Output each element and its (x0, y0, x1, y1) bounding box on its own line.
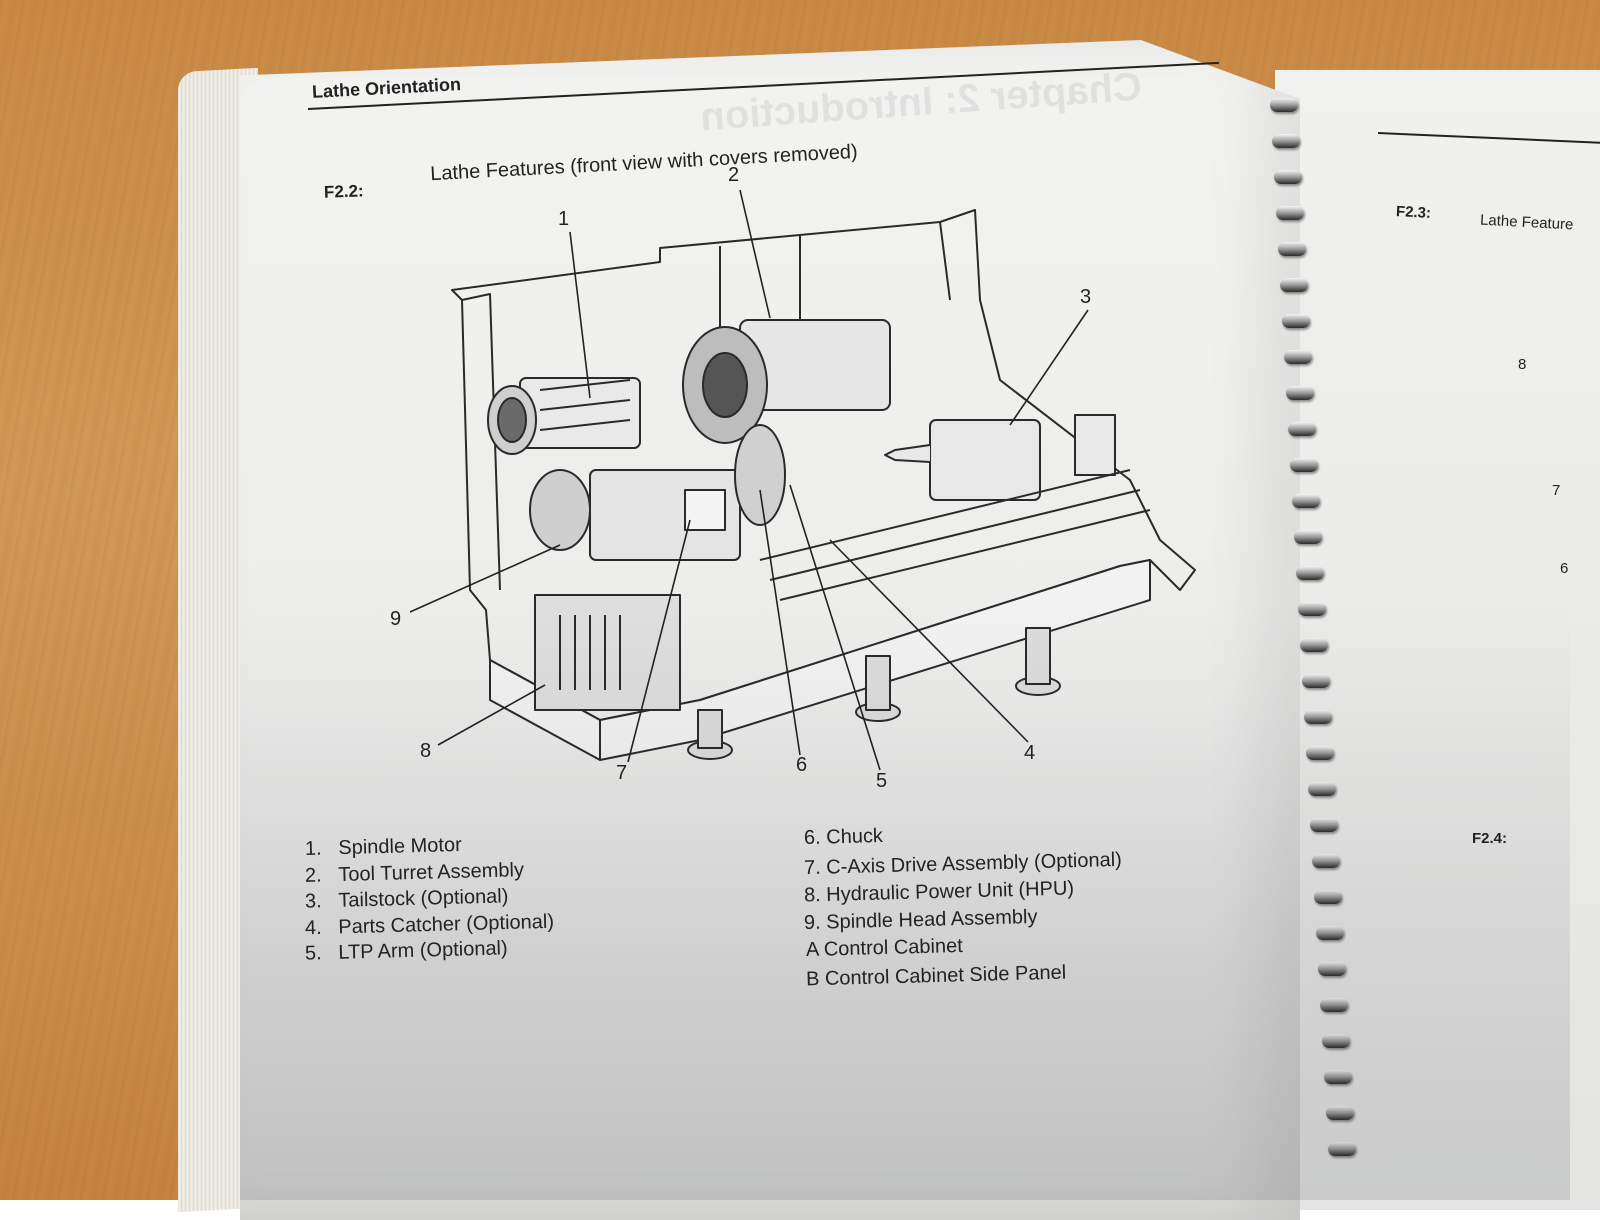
callout-7: 7 (616, 762, 628, 784)
chuck-drawing (734, 424, 786, 526)
right-figure2-label: F2.4: (1472, 830, 1508, 847)
legend-item: 1. Spindle Motor (304, 833, 463, 861)
left-page (240, 40, 1300, 1220)
callout-8: 8 (420, 740, 432, 762)
callout-5: 5 (876, 770, 888, 792)
right-callout-6: 6 (1560, 560, 1569, 577)
callout-9: 9 (390, 608, 402, 630)
right-callout-8: 8 (1518, 356, 1527, 373)
lathe-enclosure (451, 209, 1196, 721)
callout-3: 3 (1080, 286, 1092, 308)
leveling-feet (687, 627, 1061, 760)
spindle-motor-drawing (487, 377, 641, 455)
tailstock-drawing (884, 414, 1116, 501)
callout-6: 6 (796, 754, 808, 776)
callout-1: 1 (558, 208, 570, 230)
bed-rails (759, 469, 1151, 601)
callout-leaders (409, 189, 1089, 771)
legend-item: 6. Chuck (803, 824, 884, 850)
right-callout-7: 7 (1552, 482, 1561, 499)
callout-4: 4 (1024, 742, 1036, 764)
legend-item: A Control Cabinet (805, 934, 964, 962)
callout-2: 2 (728, 164, 740, 186)
hydraulic-power-unit-drawing (534, 594, 681, 711)
right-figure-label: F2.3: (1395, 203, 1432, 222)
tool-turret-drawing (682, 319, 891, 444)
spindle-head-drawing (529, 469, 741, 561)
right-page (1275, 70, 1600, 1210)
